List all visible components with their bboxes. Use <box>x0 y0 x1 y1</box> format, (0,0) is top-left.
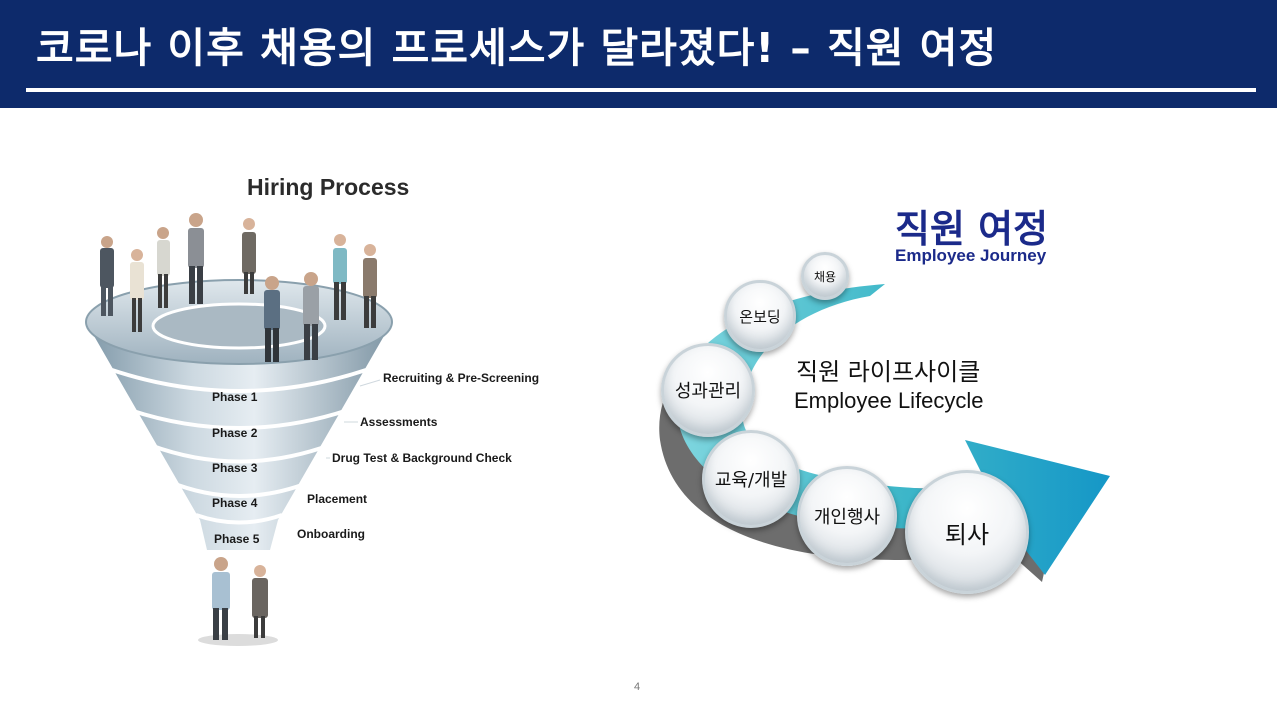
phase-label: Phase 1 <box>212 390 258 404</box>
funnel-ring-5 <box>195 513 283 525</box>
hiring-process-title: Hiring Process <box>247 174 410 200</box>
step-label: Recruiting & Pre-Screening <box>383 371 540 385</box>
funnel-ring-2 <box>129 408 349 430</box>
people-group-bottom <box>198 557 278 646</box>
stage-bubble-training: 교육/개발 <box>702 430 800 528</box>
phase-label: Phase 5 <box>214 532 260 546</box>
funnel-opening <box>151 302 327 350</box>
phase-label: Phase 2 <box>212 426 258 440</box>
lifecycle-title-ko: 직원 라이프사이클 <box>796 358 981 386</box>
stage-bubble-personal-event: 개인행사 <box>797 466 897 566</box>
stage-bubble-performance: 성과관리 <box>661 343 755 437</box>
funnel-ring-4 <box>169 480 311 498</box>
journey-subtitle: Employee Journey <box>895 246 1047 265</box>
slide-title: 코로나 이후 채용의 프로세스가 달라졌다! – 직원 여정 <box>36 24 998 72</box>
phase-label: Phase 4 <box>212 496 258 510</box>
journey-title: 직원 여정 <box>895 207 1049 251</box>
stage-bubble-onboarding: 온보딩 <box>724 280 796 352</box>
page-number: 4 <box>634 681 641 693</box>
step-label: Onboarding <box>297 527 365 541</box>
step-label: Drug Test & Background Check <box>332 451 512 465</box>
step-label: Assessments <box>360 415 438 429</box>
lifecycle-title-en: Employee Lifecycle <box>794 388 984 413</box>
title-bar: 코로나 이후 채용의 프로세스가 달라졌다! – 직원 여정 <box>0 0 1277 108</box>
funnel-body <box>86 322 392 550</box>
step-label: Placement <box>307 492 368 506</box>
funnel-ring-1 <box>111 368 367 393</box>
stage-bubble-resignation: 퇴사 <box>905 470 1029 594</box>
phase-label: Phase 3 <box>212 461 258 475</box>
stage-bubble-hiring: 채용 <box>801 252 849 300</box>
people-group-top <box>100 213 377 362</box>
title-divider <box>26 88 1256 92</box>
funnel-ring-3 <box>149 443 331 464</box>
